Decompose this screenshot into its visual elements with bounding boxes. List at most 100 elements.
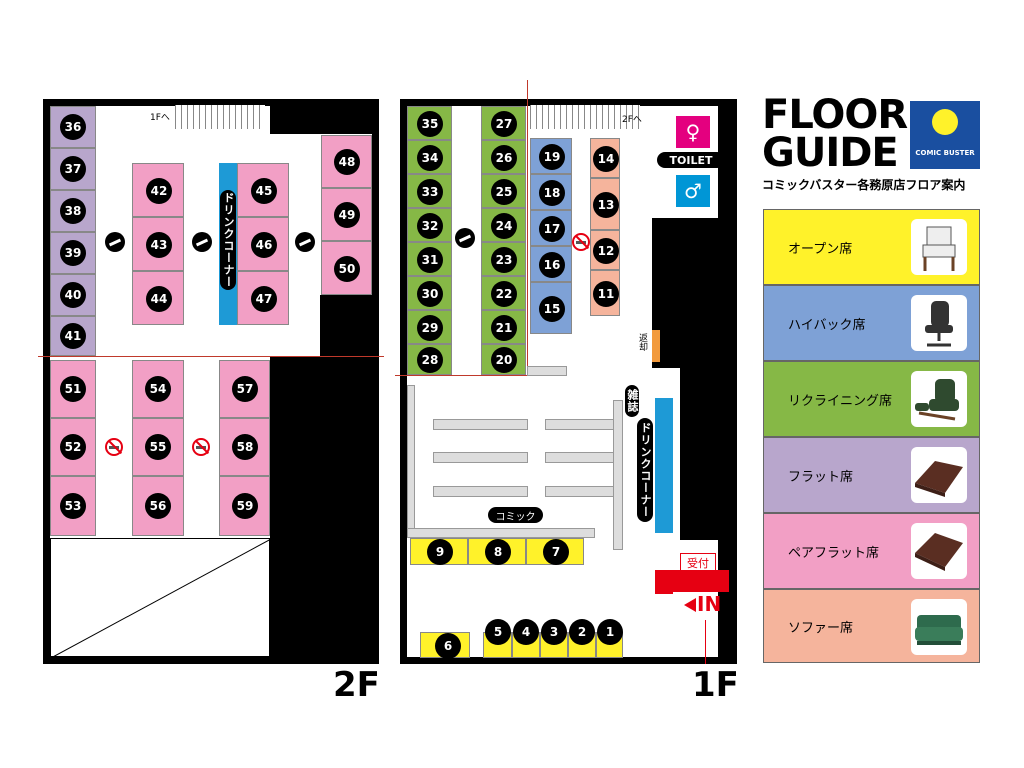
- smoking-icon: [295, 232, 315, 252]
- seat-recliner[interactable]: 28: [407, 344, 452, 375]
- seat-number: 59: [232, 493, 258, 519]
- seat-pair-flat[interactable]: 48: [321, 135, 372, 188]
- seat-pair-flat[interactable]: 47: [237, 271, 289, 325]
- seat-high-back[interactable]: 15: [530, 282, 572, 334]
- chair-icon: [911, 219, 967, 275]
- seat-recliner[interactable]: 23: [481, 242, 526, 276]
- guide-subtitle: コミックバスター各務原店フロア案内: [762, 178, 966, 192]
- legend-open: オープン席: [763, 209, 980, 285]
- seat-recliner[interactable]: 32: [407, 208, 452, 242]
- seat-high-back[interactable]: 19: [530, 138, 572, 174]
- seat-flat[interactable]: 39: [50, 232, 96, 274]
- seat-pair-flat[interactable]: 44: [132, 271, 184, 325]
- seat-high-back[interactable]: 17: [530, 210, 572, 246]
- divider-line: [395, 375, 527, 376]
- shelf: [433, 419, 528, 430]
- stairs-area: [50, 538, 272, 659]
- seat-pair-flat[interactable]: 56: [132, 476, 184, 536]
- seat-open[interactable]: 9: [410, 538, 468, 565]
- seat-open[interactable]: 8: [468, 538, 526, 565]
- seat-pair-flat[interactable]: 43: [132, 217, 184, 271]
- seat-number: 39: [60, 240, 86, 266]
- reception-counter: [655, 570, 729, 592]
- seat-number: 52: [60, 434, 86, 460]
- seat-flat[interactable]: 37: [50, 148, 96, 190]
- entrance-label: IN: [697, 592, 722, 616]
- shelf: [433, 452, 528, 463]
- sofa-icon: [911, 599, 967, 655]
- seat-open[interactable]: 5: [483, 619, 512, 658]
- seat-open[interactable]: 2: [568, 619, 596, 658]
- seat-pair-flat[interactable]: 54: [132, 360, 184, 418]
- mens-toilet-icon: ♂: [676, 175, 710, 207]
- seat-sofa[interactable]: 12: [590, 230, 620, 270]
- seat-pair-flat[interactable]: 51: [50, 360, 96, 418]
- staircase: [175, 105, 265, 129]
- seat-recliner[interactable]: 31: [407, 242, 452, 276]
- seat-high-back[interactable]: 16: [530, 246, 572, 282]
- seat-open[interactable]: 7: [526, 538, 584, 565]
- seat-number: 53: [60, 493, 86, 519]
- seat-recliner[interactable]: 33: [407, 174, 452, 208]
- legend-label: オープン席: [788, 241, 853, 257]
- stairs-label: 2Fへ: [622, 115, 642, 125]
- seat-recliner[interactable]: 21: [481, 310, 526, 344]
- toilet-sign: TOILET: [657, 152, 725, 168]
- seat-number: 37: [60, 156, 86, 182]
- drink-corner-label: ドリンクコーナー: [220, 190, 236, 290]
- shelf: [407, 528, 595, 538]
- seat-open[interactable]: 1: [596, 619, 623, 658]
- seat-recliner[interactable]: 30: [407, 276, 452, 310]
- seat-number: 4: [513, 619, 539, 645]
- seat-recliner[interactable]: 22: [481, 276, 526, 310]
- seat-pair-flat[interactable]: 50: [321, 241, 372, 295]
- seat-number: 45: [251, 178, 277, 204]
- seat-pair-flat[interactable]: 59: [219, 476, 270, 536]
- seat-flat[interactable]: 40: [50, 274, 96, 316]
- seat-number: 49: [334, 202, 360, 228]
- seat-flat[interactable]: 41: [50, 316, 96, 356]
- drink-corner-counter: [655, 398, 673, 533]
- seat-recliner[interactable]: 26: [481, 140, 526, 174]
- wall-block: [680, 368, 737, 540]
- seat-number: 3: [541, 619, 567, 645]
- office-chair-icon: [911, 295, 967, 351]
- seat-open[interactable]: 4: [512, 619, 540, 658]
- seat-pair-flat[interactable]: 53: [50, 476, 96, 536]
- seat-pair-flat[interactable]: 57: [219, 360, 270, 418]
- smoking-icon: [105, 232, 125, 252]
- seat-pair-flat[interactable]: 58: [219, 418, 270, 476]
- no-smoking-icon: [105, 438, 123, 456]
- seat-flat[interactable]: 36: [50, 106, 96, 148]
- seat-pair-flat[interactable]: 49: [321, 188, 372, 241]
- comic-label: コミック: [488, 507, 543, 523]
- seat-recliner[interactable]: 20: [481, 344, 526, 375]
- seat-number: 21: [491, 315, 517, 341]
- seat-pair-flat[interactable]: 52: [50, 418, 96, 476]
- recliner-icon: [911, 371, 967, 427]
- seat-pair-flat[interactable]: 55: [132, 418, 184, 476]
- seat-high-back[interactable]: 18: [530, 174, 572, 210]
- seat-open[interactable]: 6: [420, 632, 470, 659]
- seat-number: 44: [146, 286, 172, 312]
- seat-flat[interactable]: 38: [50, 190, 96, 232]
- seat-recliner[interactable]: 29: [407, 310, 452, 344]
- seat-recliner[interactable]: 24: [481, 208, 526, 242]
- seat-recliner[interactable]: 25: [481, 174, 526, 208]
- seat-open[interactable]: 3: [540, 619, 568, 658]
- seat-number: 14: [593, 146, 619, 172]
- seat-recliner[interactable]: 27: [481, 106, 526, 140]
- seat-recliner[interactable]: 35: [407, 106, 452, 140]
- seat-pair-flat[interactable]: 45: [237, 163, 289, 217]
- seat-number: 36: [60, 114, 86, 140]
- seat-pair-flat[interactable]: 46: [237, 217, 289, 271]
- seat-sofa[interactable]: 14: [590, 138, 620, 178]
- wall-block: [270, 357, 379, 664]
- seat-sofa[interactable]: 13: [590, 178, 620, 230]
- logo-face-icon: [932, 109, 958, 135]
- seat-number: 15: [539, 296, 565, 322]
- seat-pair-flat[interactable]: 42: [132, 163, 184, 217]
- seat-sofa[interactable]: 11: [590, 270, 620, 316]
- divider-line: [38, 356, 384, 357]
- seat-recliner[interactable]: 34: [407, 140, 452, 174]
